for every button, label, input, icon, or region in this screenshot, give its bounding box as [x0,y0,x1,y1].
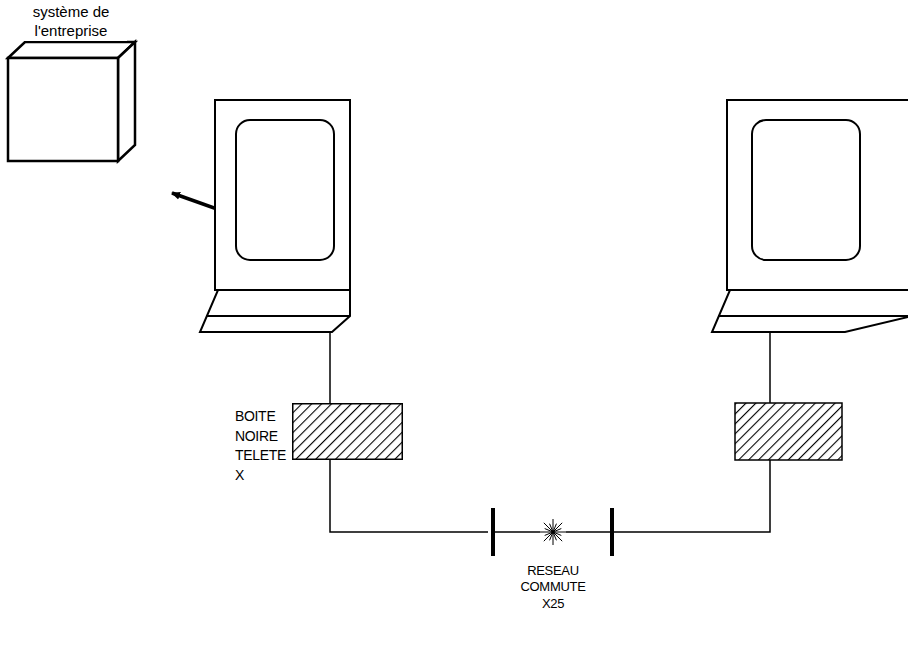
company-system: système de l'entreprise [3,3,143,165]
network-line [612,460,770,532]
hatch-shape [292,403,403,460]
cable [329,332,331,403]
system-label: système de l'entreprise [15,3,127,41]
right-computer [712,100,908,332]
network-link [330,460,488,532]
network-label: RESEAU COMMUTE X25 [520,563,585,612]
black-box: BOITE NOIRE TELETE X [292,403,403,460]
black-box [735,403,842,460]
cable [769,332,771,403]
box-label: BOITE NOIRE TELETE X [235,407,286,485]
left-computer [200,100,350,332]
switched-network: RESEAU COMMUTE X25 [488,505,618,614]
